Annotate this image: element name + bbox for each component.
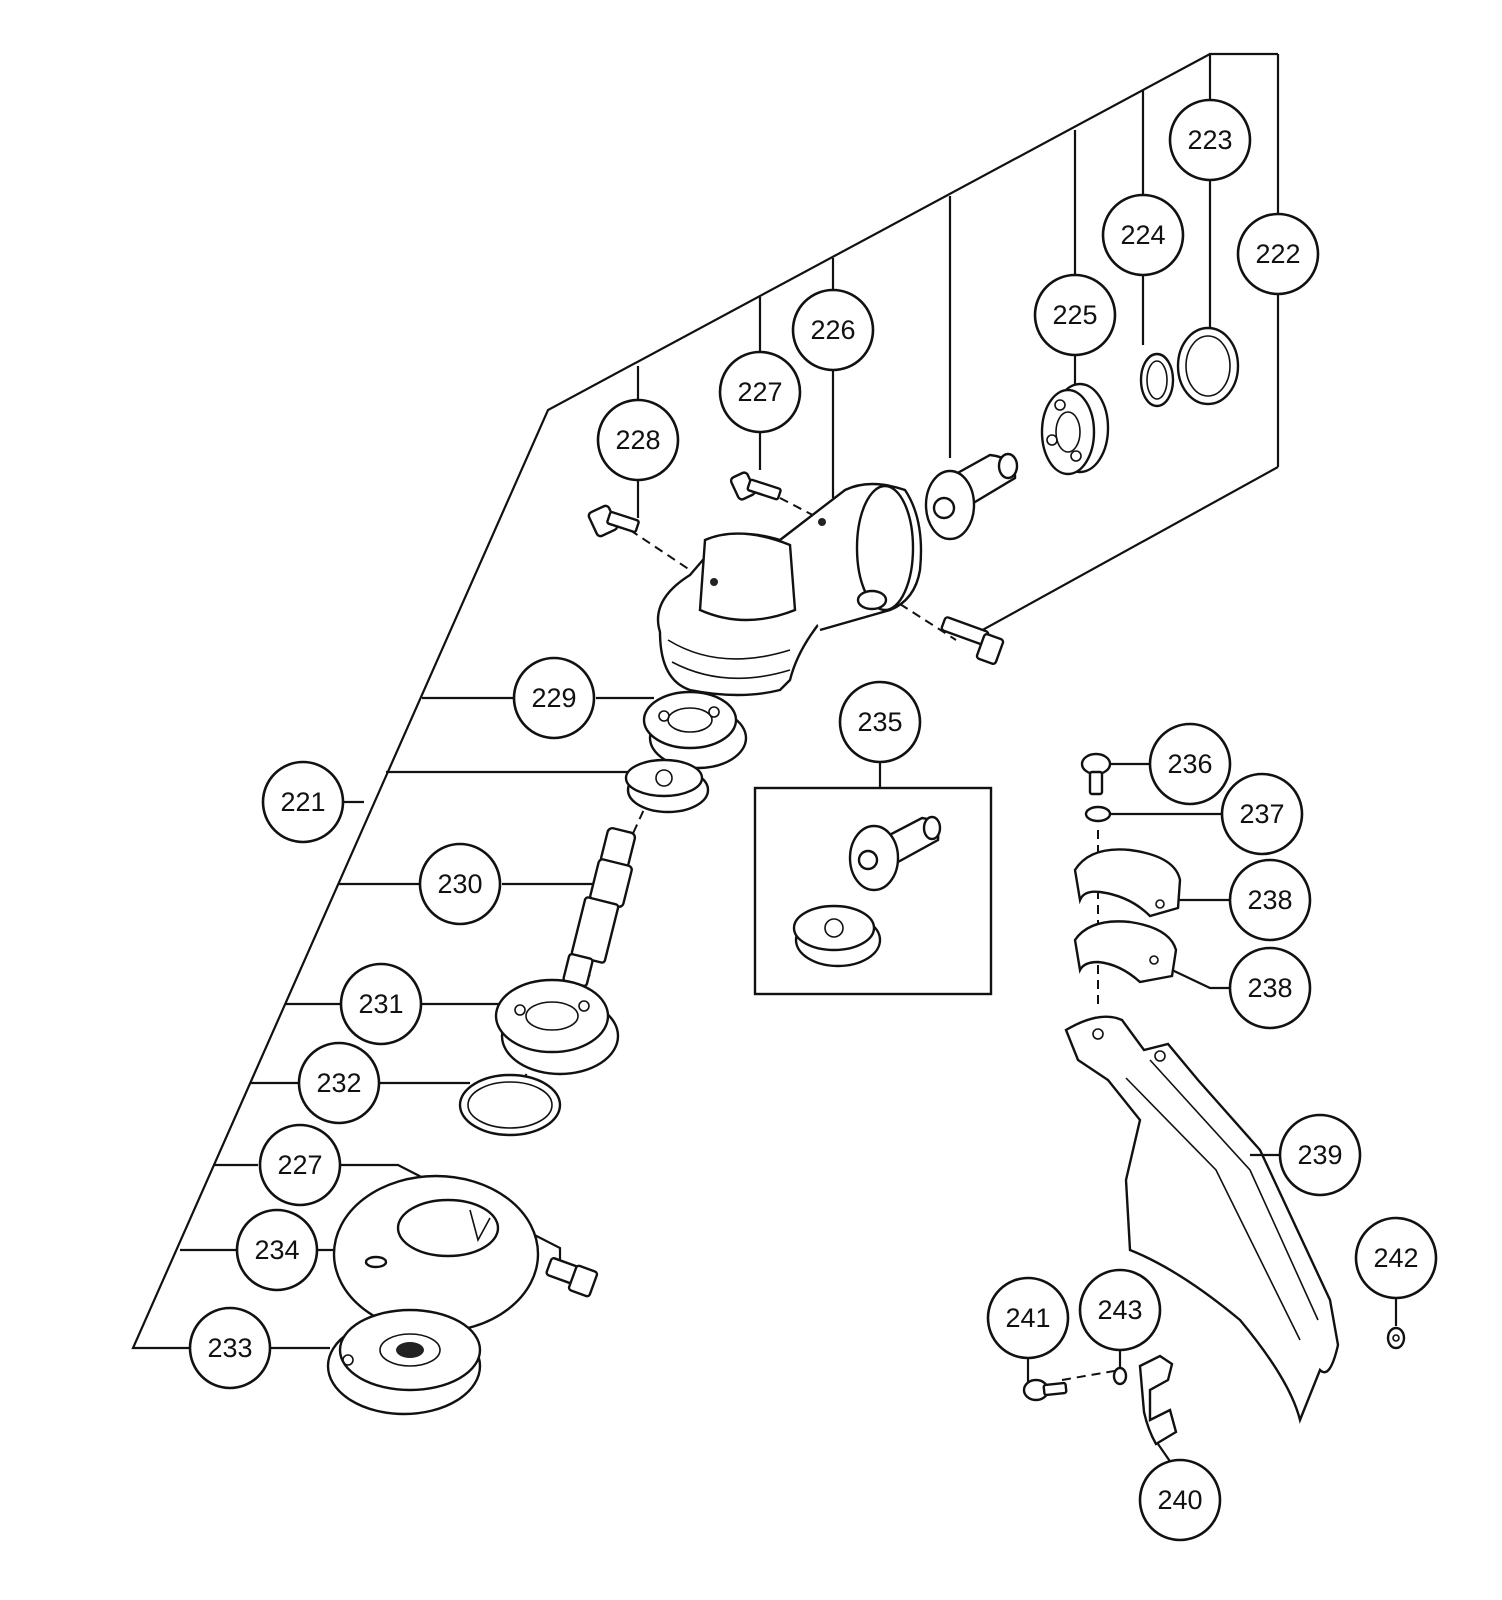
gear-case-housing [656, 482, 923, 697]
svg-text:241: 241 [1005, 1303, 1050, 1333]
callout-225: 225 [1033, 273, 1117, 357]
snap-ring-224 [1139, 352, 1175, 408]
callout-223: 223 [1168, 98, 1252, 182]
callout-231: 231 [339, 962, 423, 1046]
callout-232: 232 [297, 1041, 381, 1125]
svg-text:227: 227 [737, 377, 782, 407]
svg-text:236: 236 [1167, 749, 1212, 779]
svg-text:238: 238 [1247, 973, 1292, 1003]
callout-238-lower: 238 [1228, 946, 1312, 1030]
screw-227-top [729, 471, 782, 501]
svg-text:224: 224 [1120, 220, 1165, 250]
kit-bevel-gear [792, 904, 882, 968]
callout-230: 230 [418, 842, 502, 926]
svg-text:237: 237 [1239, 799, 1284, 829]
kit-box-235 [753, 786, 993, 996]
snap-ring-223 [1176, 326, 1240, 406]
bevel-gear [624, 758, 710, 814]
bolt-227-bottom [545, 1257, 599, 1298]
svg-text:223: 223 [1187, 125, 1232, 155]
svg-text:231: 231 [358, 989, 403, 1019]
svg-text:225: 225 [1052, 300, 1097, 330]
ball-bearing-231 [494, 978, 620, 1076]
svg-text:238: 238 [1247, 885, 1292, 915]
svg-text:230: 230 [437, 869, 482, 899]
screw-236 [1080, 752, 1112, 796]
callout-227-top: 227 [718, 350, 802, 434]
callout-237: 237 [1220, 772, 1304, 856]
callout-242: 242 [1354, 1216, 1438, 1300]
callout-227-bottom: 227 [258, 1123, 342, 1207]
callout-221: 221 [261, 760, 345, 844]
svg-text:222: 222 [1255, 239, 1300, 269]
guard-239 [1064, 1015, 1340, 1424]
callout-224: 224 [1101, 193, 1185, 277]
callout-240: 240 [1138, 1458, 1222, 1542]
callout-239: 239 [1278, 1113, 1362, 1197]
svg-text:235: 235 [857, 707, 902, 737]
svg-text:242: 242 [1373, 1243, 1418, 1273]
svg-text:221: 221 [280, 787, 325, 817]
svg-text:228: 228 [615, 425, 660, 455]
washer-237 [1084, 805, 1112, 823]
ball-bearing-225 [1040, 382, 1110, 476]
svg-text:240: 240 [1157, 1485, 1202, 1515]
callout-229: 229 [512, 656, 596, 740]
cover-washer-234 [332, 1174, 540, 1334]
svg-text:239: 239 [1297, 1140, 1342, 1170]
svg-text:226: 226 [810, 315, 855, 345]
svg-text:227: 227 [277, 1150, 322, 1180]
snap-ring-232 [458, 1073, 562, 1137]
clamp-238-upper [1073, 848, 1182, 918]
callout-243: 243 [1078, 1268, 1162, 1352]
output-shaft-230 [562, 827, 637, 988]
svg-text:233: 233 [207, 1333, 252, 1363]
callout-226: 226 [791, 288, 875, 372]
callout-222: 222 [1236, 212, 1320, 296]
callout-238-upper: 238 [1228, 858, 1312, 942]
holder-plate-233 [326, 1308, 482, 1416]
callout-234: 234 [235, 1208, 319, 1292]
screw-241 [1022, 1378, 1068, 1402]
bolt-228 [587, 504, 640, 538]
svg-text:229: 229 [531, 683, 576, 713]
callout-236: 236 [1148, 722, 1232, 806]
callout-228: 228 [596, 398, 680, 482]
nut-242 [1386, 1326, 1406, 1350]
washer-243 [1112, 1366, 1128, 1386]
callout-235: 235 [838, 680, 922, 764]
clamp-bolt [940, 616, 1005, 665]
callout-233: 233 [188, 1306, 272, 1390]
clamp-238-lower [1073, 920, 1178, 984]
svg-text:243: 243 [1097, 1295, 1142, 1325]
callout-241: 241 [986, 1276, 1070, 1360]
svg-text:232: 232 [316, 1068, 361, 1098]
pinion-gear [924, 452, 1019, 541]
bracket-240 [1138, 1354, 1178, 1446]
ball-bearing-229 [642, 690, 748, 770]
svg-text:234: 234 [254, 1235, 299, 1265]
kit-pinion-gear [848, 815, 942, 892]
